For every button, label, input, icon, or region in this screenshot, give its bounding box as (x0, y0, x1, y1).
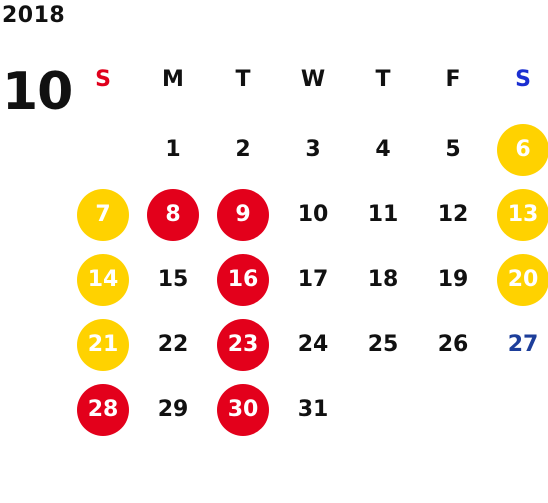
calendar-day-2[interactable]: 2 (208, 118, 278, 183)
day-number: 14 (77, 254, 129, 306)
calendar-day-16[interactable]: 16 (208, 248, 278, 313)
calendar-day-24[interactable]: 24 (278, 313, 348, 378)
day-number: 7 (77, 189, 129, 241)
day-number: 30 (217, 384, 269, 436)
day-number: 21 (77, 319, 129, 371)
calendar-day-23[interactable]: 23 (208, 313, 278, 378)
day-number: 22 (157, 332, 189, 357)
weekday-header-tuesday: T (235, 67, 251, 92)
calendar-day-21[interactable]: 21 (68, 313, 138, 378)
calendar-day-20[interactable]: 20 (488, 248, 548, 313)
calendar-day-7[interactable]: 7 (68, 183, 138, 248)
day-number: 27 (507, 332, 539, 357)
weekday-header-monday: M (162, 67, 184, 92)
calendar-day-29[interactable]: 29 (138, 378, 208, 443)
day-number: 16 (217, 254, 269, 306)
day-number: 5 (445, 137, 461, 162)
calendar-day-12[interactable]: 12 (418, 183, 488, 248)
day-number: 8 (147, 189, 199, 241)
day-number: 29 (157, 397, 189, 422)
calendar-day-15[interactable]: 15 (138, 248, 208, 313)
weekday-header-friday: F (445, 67, 461, 92)
calendar-day-31[interactable]: 31 (278, 378, 348, 443)
day-number: 23 (217, 319, 269, 371)
day-number: 9 (217, 189, 269, 241)
calendar-day-19[interactable]: 19 (418, 248, 488, 313)
day-number: 15 (157, 267, 189, 292)
day-number: 19 (437, 267, 469, 292)
day-number: 20 (497, 254, 548, 306)
day-number: 12 (437, 202, 469, 227)
day-number: 1 (165, 137, 181, 162)
calendar-day-11[interactable]: 11 (348, 183, 418, 248)
calendar-day-1[interactable]: 1 (138, 118, 208, 183)
day-number: 18 (367, 267, 399, 292)
calendar-day-22[interactable]: 22 (138, 313, 208, 378)
weekday-header-saturday: S (515, 67, 531, 92)
calendar-day-27[interactable]: 27 (488, 313, 548, 378)
weekday-header-sunday: S (95, 67, 111, 92)
day-number: 25 (367, 332, 399, 357)
calendar-day-18[interactable]: 18 (348, 248, 418, 313)
calendar-day-5[interactable]: 5 (418, 118, 488, 183)
day-number: 11 (367, 202, 399, 227)
day-number: 31 (297, 397, 329, 422)
day-number: 2 (235, 137, 251, 162)
day-number: 4 (375, 137, 391, 162)
calendar-day-9[interactable]: 9 (208, 183, 278, 248)
day-number: 6 (497, 124, 548, 176)
calendar-day-3[interactable]: 3 (278, 118, 348, 183)
calendar-day-17[interactable]: 17 (278, 248, 348, 313)
calendar-day-14[interactable]: 14 (68, 248, 138, 313)
day-number: 10 (297, 202, 329, 227)
day-number: 28 (77, 384, 129, 436)
calendar-year: 2018 (2, 3, 66, 28)
calendar-day-6[interactable]: 6 (488, 118, 548, 183)
calendar-day-25[interactable]: 25 (348, 313, 418, 378)
calendar-day-10[interactable]: 10 (278, 183, 348, 248)
calendar-day-4[interactable]: 4 (348, 118, 418, 183)
calendar-day-28[interactable]: 28 (68, 378, 138, 443)
day-number: 13 (497, 189, 548, 241)
day-number: 24 (297, 332, 329, 357)
weekday-header-thursday: T (375, 67, 391, 92)
day-number: 26 (437, 332, 469, 357)
calendar-day-13[interactable]: 13 (488, 183, 548, 248)
day-number: 17 (297, 267, 329, 292)
calendar-day-26[interactable]: 26 (418, 313, 488, 378)
calendar-day-8[interactable]: 8 (138, 183, 208, 248)
weekday-header-wednesday: W (300, 67, 326, 92)
calendar-month: 10 (2, 62, 73, 122)
day-number: 3 (305, 137, 321, 162)
calendar-day-30[interactable]: 30 (208, 378, 278, 443)
